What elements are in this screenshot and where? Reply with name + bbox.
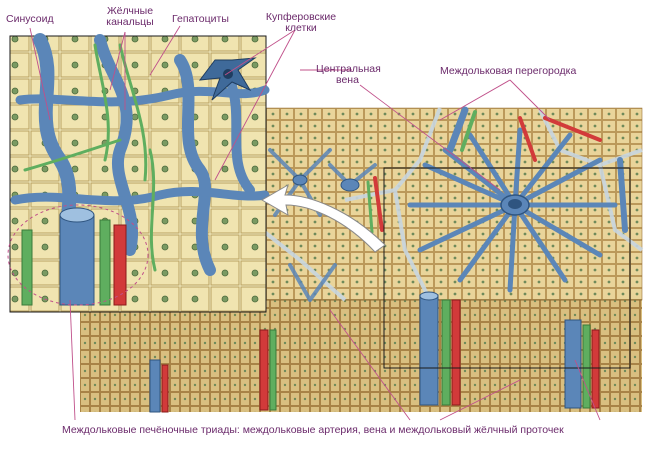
label-kupffer-cells-line2: клетки xyxy=(285,22,317,34)
kupffer-cell xyxy=(198,57,257,101)
label-hepatocytes: Гепатоциты xyxy=(172,13,229,25)
block-front-face xyxy=(80,300,642,412)
label-bile-canaliculi-line2: канальцы xyxy=(106,16,154,28)
label-central-vein-line2: вена xyxy=(336,74,359,86)
label-kupffer-cells-line1: Купферовские xyxy=(265,11,337,23)
magnified-view xyxy=(9,33,270,313)
label-portal-triads: Междольковые печёночные триады: междольк… xyxy=(62,424,564,436)
bile-canaliculi xyxy=(93,43,110,162)
leader-lines xyxy=(29,25,601,421)
label-central-vein-line1: Центральная xyxy=(316,63,381,75)
septum-vessels xyxy=(366,106,628,234)
central-lobule xyxy=(407,127,618,293)
zoom-source-frame xyxy=(383,167,631,369)
liver-block xyxy=(79,106,644,413)
label-interlobular-septum: Междольковая перегородка xyxy=(440,65,577,77)
inset-triad xyxy=(21,207,127,306)
label-bile-canaliculi-line1: Жёлчные xyxy=(106,5,154,17)
label-kupffer-cells: Купферовские клетки xyxy=(256,12,346,34)
triad-highlight xyxy=(7,204,149,306)
zoom-arrow xyxy=(260,183,386,253)
label-sinusoid: Синусоид xyxy=(6,13,54,25)
label-bile-canaliculi: Жёлчные канальцы xyxy=(100,6,160,28)
label-central-vein: Центральная вена xyxy=(316,64,381,86)
portal-triads xyxy=(149,291,600,413)
